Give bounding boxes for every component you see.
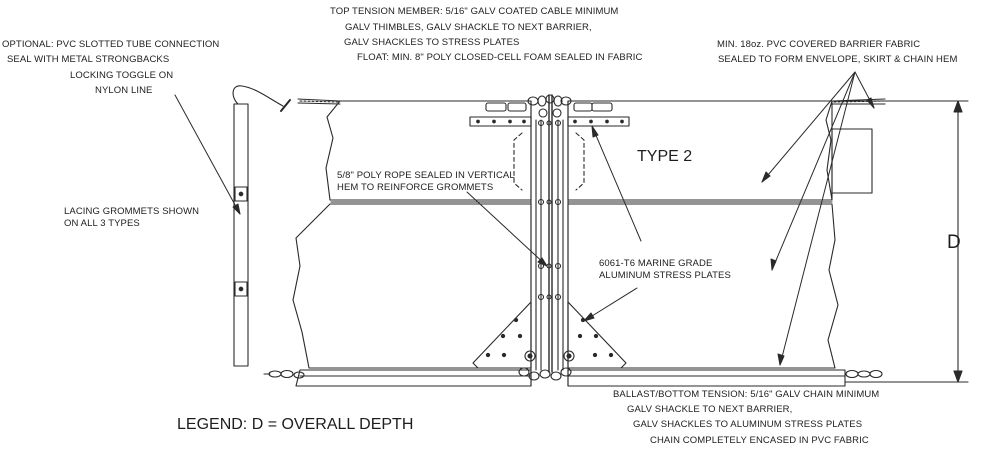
left-float-dashed [513,132,523,191]
top-shackles [485,102,613,112]
top-chain-links [527,94,572,118]
bottom-chain-links [263,367,883,381]
right-chain-hem [567,369,846,387]
type-label: TYPE 2 [637,148,693,165]
top-tension-line-1: TOP TENSION MEMBER: 5/16" GALV COATED CA… [330,6,619,17]
top-tension-line-3: GALV SHACKLES TO STRESS PLATES [344,37,520,48]
optional-line-2: SEAL WITH METAL STRONGBACKS [7,54,170,65]
top-stress-plates [469,116,630,127]
grommets-line-2: ON ALL 3 TYPES [64,218,140,229]
optional-line-4: NYLON LINE [95,85,153,96]
stress-plates-line-1: 6061-T6 MARINE GRADE [599,258,713,269]
stress-plates-line-2: ALUMINUM STRESS PLATES [599,270,731,281]
right-float-section [567,100,833,201]
lacing-grommets [537,119,562,301]
slotted-tube-connector [232,85,291,367]
optional-line-1: OPTIONAL: PVC SLOTTED TUBE CONNECTION [2,39,220,50]
right-float-dashed [575,132,585,191]
top-tension-line-2: GALV THIMBLES, GALV SHACKLE TO NEXT BARR… [345,22,592,33]
right-float-edge [825,100,833,201]
ballast-line-3: GALV SHACKLES TO ALUMINUM STRESS PLATES [633,419,863,430]
left-skirt-section [292,203,532,369]
ballast-line-1: BALLAST/BOTTOM TENSION: 5/16" GALV CHAIN… [613,389,880,400]
right-skirt-section [567,203,839,369]
legend-text: LEGEND: D = OVERALL DEPTH [177,416,414,433]
poly-rope-line-2: HEM TO REINFORCE GROMMETS [337,182,494,193]
ballast-line-2: GALV SHACKLE TO NEXT BARRIER, [627,404,793,415]
grommets-line-1: LACING GROMMETS SHOWN [64,206,200,217]
dimension-label: D [947,232,961,253]
poly-rope-line-1: 5/8" POLY ROPE SEALED IN VERTICAL [337,170,515,181]
left-chain-hem [295,369,532,387]
leader-lines [174,71,875,366]
optional-line-3: LOCKING TOGGLE ON [70,70,174,81]
ballast-line-4: CHAIN COMPLETELY ENCASED IN PVC FABRIC [650,435,869,446]
fabric-line-1: MIN. 18oz. PVC COVERED BARRIER FABRIC [717,39,921,50]
bottom-stress-plates [472,301,627,369]
dimension-d-line [831,100,969,383]
top-tension-line-4: FLOAT: MIN. 8" POLY CLOSED-CELL FOAM SEA… [357,52,643,63]
fabric-line-2: SEALED TO FORM ENVELOPE, SKIRT & CHAIN H… [718,54,958,65]
vertical-hems [530,94,569,387]
